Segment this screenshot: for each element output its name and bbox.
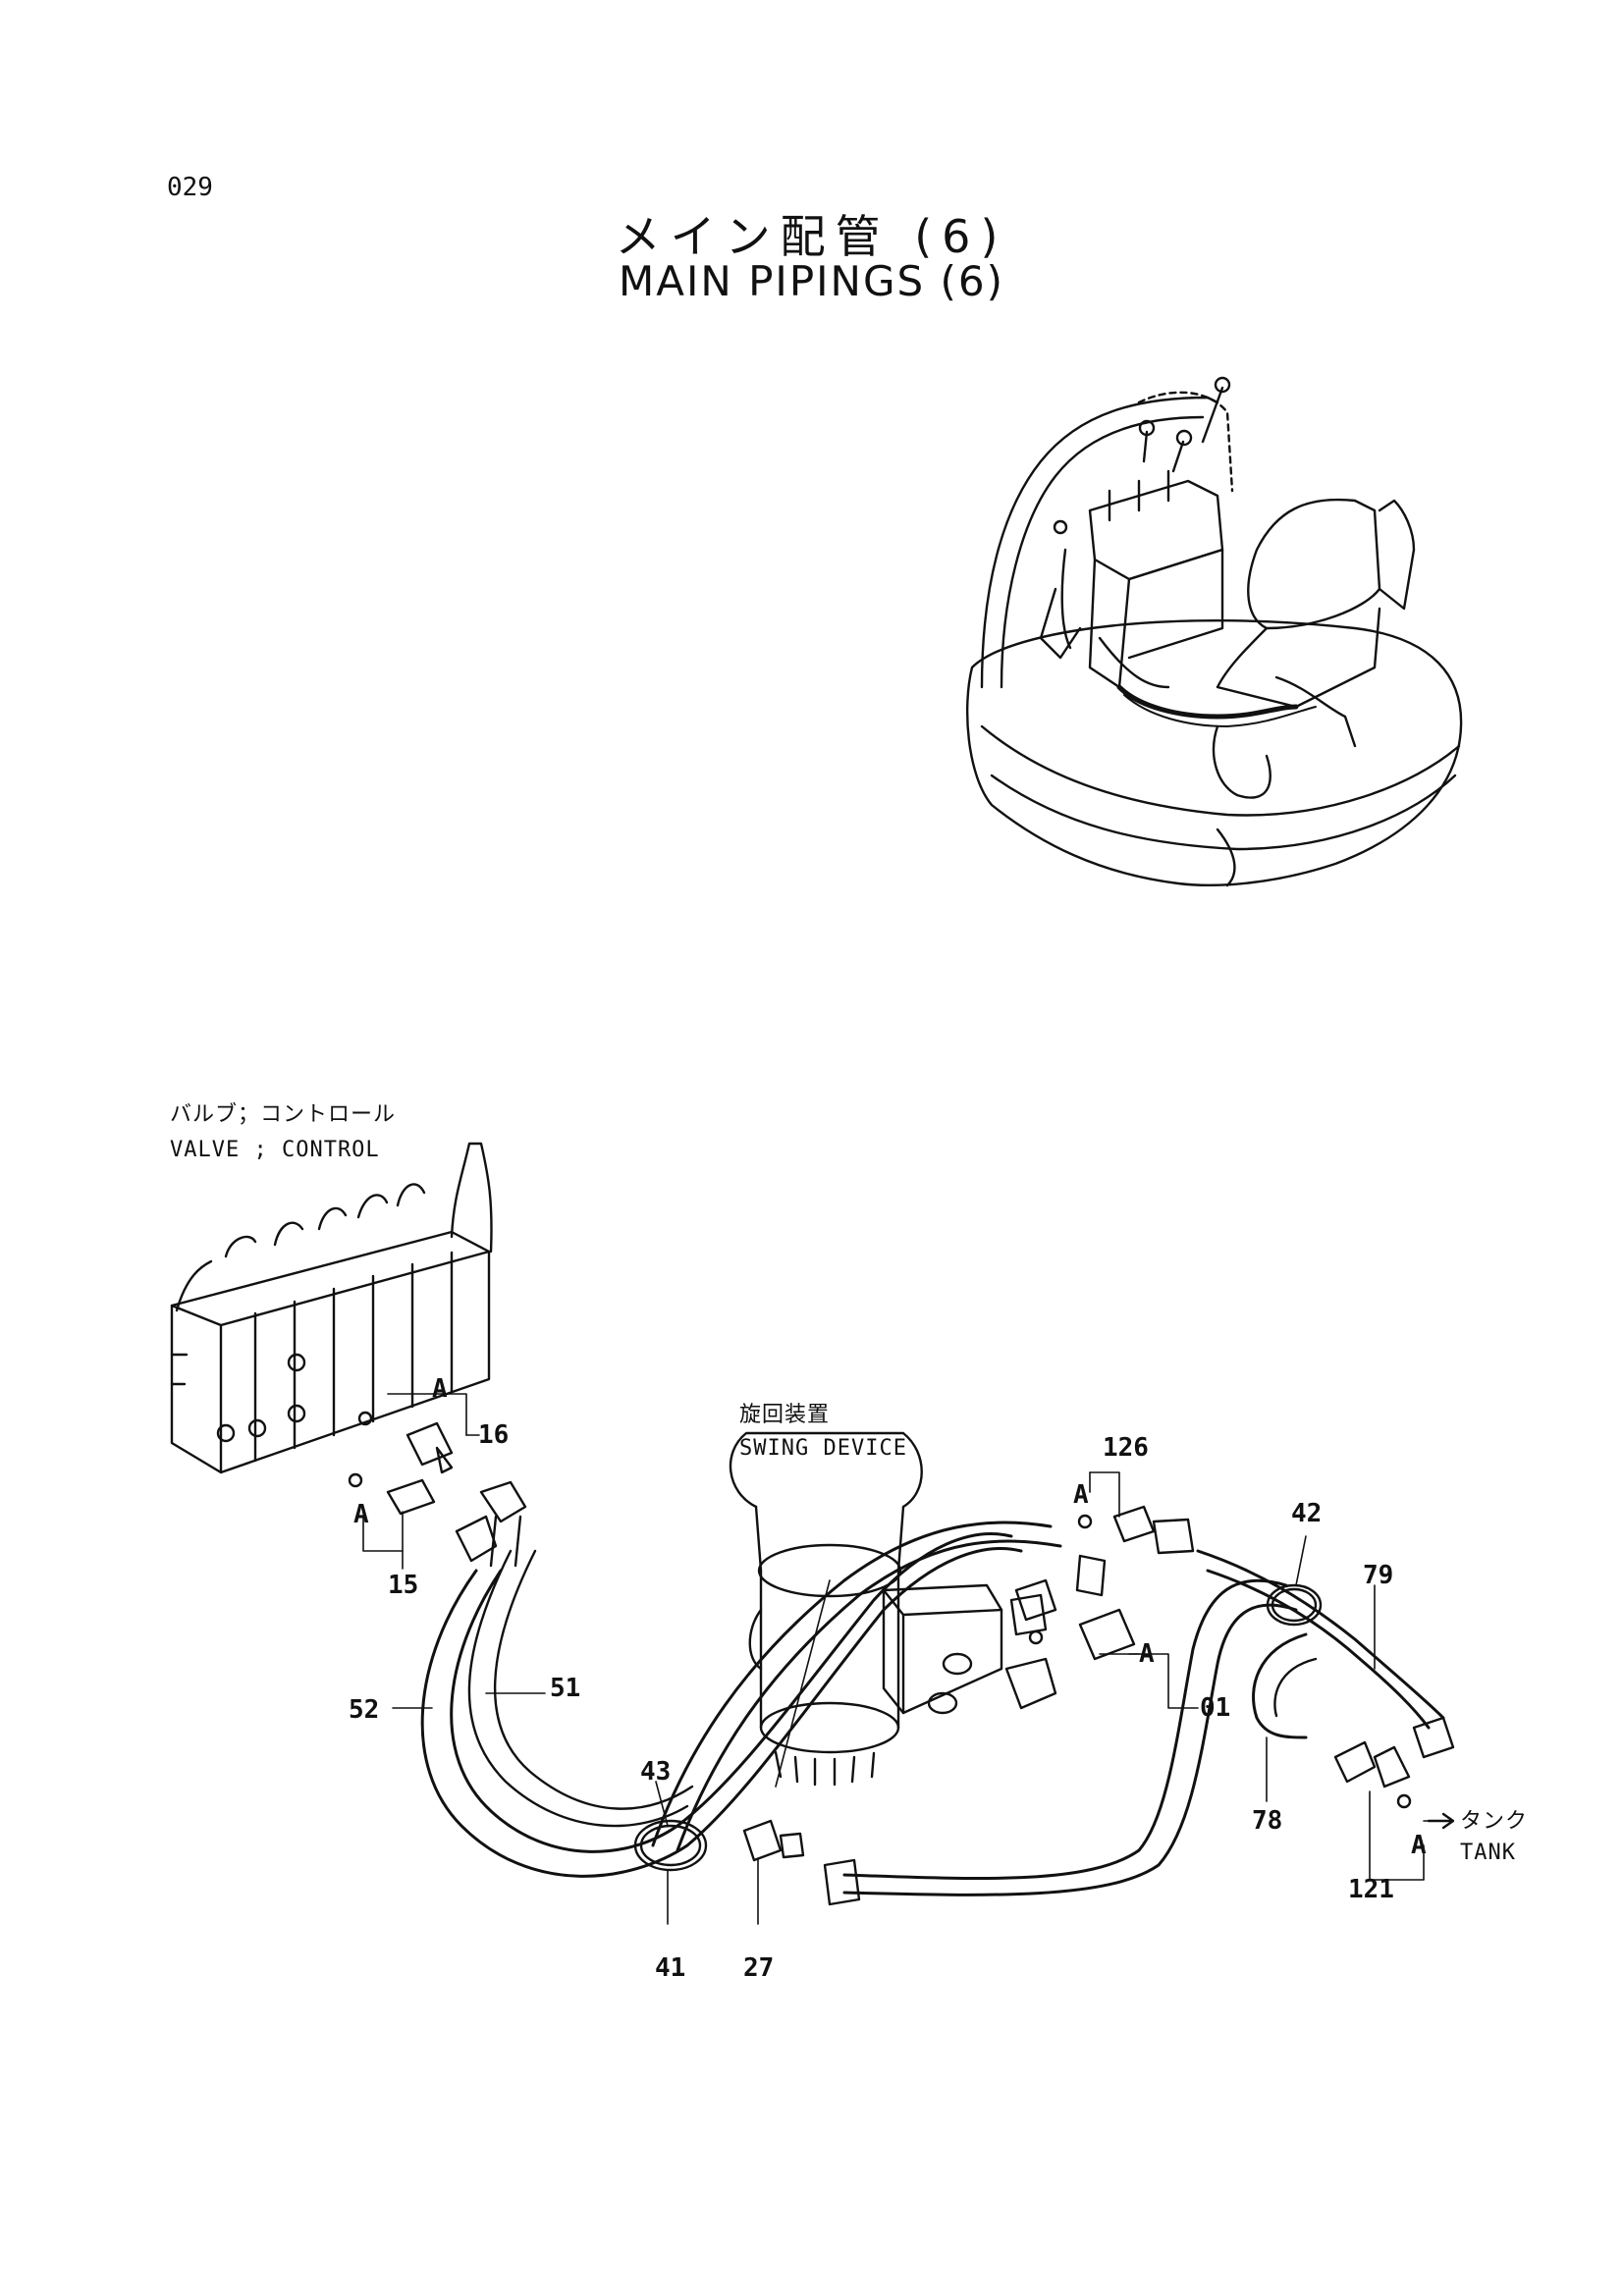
swing-device-label-japanese: 旋回装置 xyxy=(739,1403,831,1427)
part-number-42: 42 xyxy=(1291,1499,1323,1528)
control-valve-label-japanese: バルブ；コントロール xyxy=(170,1102,397,1127)
control-valve-illustration xyxy=(172,1144,492,1472)
marker-a-valve-lower: A xyxy=(353,1500,369,1529)
part-number-52: 52 xyxy=(349,1695,380,1725)
part-number-126: 126 xyxy=(1103,1433,1149,1463)
swing-device-label-english: SWING DEVICE xyxy=(739,1436,907,1461)
tank-label-japanese: タンク xyxy=(1460,1809,1529,1834)
part-number-121: 121 xyxy=(1348,1875,1394,1904)
leader-lines xyxy=(363,1394,1443,1924)
part-number-41: 41 xyxy=(655,1953,686,1983)
hose-lines xyxy=(422,1517,1443,1895)
part-number-51: 51 xyxy=(550,1674,581,1703)
page-title-english: MAIN PIPINGS (6) xyxy=(618,257,1005,305)
marker-a-fitting-01: A xyxy=(1139,1639,1155,1669)
page-number: 029 xyxy=(167,173,213,202)
machine-overview-illustration xyxy=(967,378,1461,885)
tank-arrow-icon xyxy=(1429,1814,1453,1828)
part-number-16: 16 xyxy=(478,1420,510,1450)
page-title-japanese: メイン配管 (6) xyxy=(615,210,1008,263)
marker-a-valve-upper: A xyxy=(432,1374,448,1404)
part-number-79: 79 xyxy=(1363,1561,1394,1590)
fittings xyxy=(350,1413,1453,1904)
control-valve-label-english: VALVE ; CONTROL xyxy=(170,1138,380,1162)
part-number-78: 78 xyxy=(1252,1806,1283,1836)
part-number-27: 27 xyxy=(743,1953,775,1983)
tank-label-english: TANK xyxy=(1460,1841,1516,1865)
part-number-01: 01 xyxy=(1200,1693,1231,1723)
part-number-15: 15 xyxy=(388,1571,419,1600)
marker-a-fitting-126: A xyxy=(1073,1480,1089,1510)
marker-a-fitting-121: A xyxy=(1411,1831,1427,1860)
part-number-43: 43 xyxy=(640,1757,672,1787)
